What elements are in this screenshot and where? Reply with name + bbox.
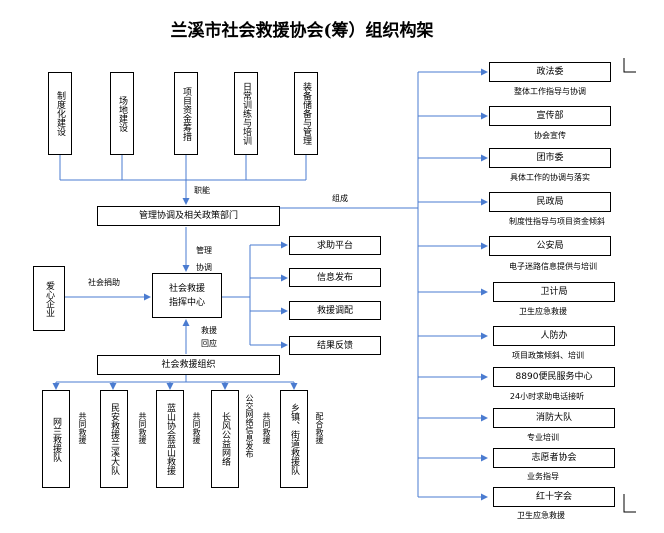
team-label: 蓝山协会蓝山救援 — [165, 403, 175, 475]
dept-desc: 项目政策倾斜、培训 — [512, 351, 584, 360]
top-box-zhidu: 制度化建设 — [48, 72, 72, 155]
platform-diaopei: 救援调配 — [289, 301, 381, 320]
dept-desc: 专业培训 — [527, 433, 559, 442]
chart-title: 兰溪市社会救援协会(筹）组织构架 — [170, 21, 434, 41]
dept-desc: 卫生应急救援 — [519, 307, 567, 316]
dept-box: 政法委 — [489, 62, 611, 82]
dept-box: 宣传部 — [489, 106, 611, 126]
team-role: 共同救援 — [78, 412, 87, 444]
dept-box: 人防办 — [493, 326, 615, 346]
top-box-xunlian: 日常训练与培训 — [234, 72, 258, 155]
label-shehui-juanzhu: 社会捐助 — [88, 278, 120, 287]
label-zucheng: 组成 — [332, 194, 348, 203]
team-label: 网兰救援队 — [51, 416, 61, 462]
aixin-box: 爱心企业 — [33, 266, 65, 331]
dept-box: 8890便民服务中心 — [493, 367, 615, 387]
team-role: 配合救援 — [315, 412, 324, 444]
mgmt-bar: 管理协调及相关政策部门 — [97, 206, 280, 226]
dept-box: 公安局 — [489, 236, 611, 256]
dept-desc: 协会宣传 — [534, 131, 566, 140]
platform-xinxi: 信息发布 — [289, 268, 381, 287]
platform-fankui: 结果反馈 — [289, 336, 381, 355]
top-box-zhuangbei: 装备储备与管理 — [294, 72, 318, 155]
platform-qiuzhu: 求助平台 — [289, 236, 381, 255]
dept-desc: 24小时求助电话接听 — [509, 392, 585, 401]
dept-desc: 业务指导 — [527, 472, 559, 481]
dept-desc: 制度性指导与项目资金倾斜 — [509, 217, 605, 226]
org-bar: 社会救援组织 — [97, 355, 280, 375]
dept-box: 红十字会 — [493, 487, 615, 507]
team-minan: 民安救援兰溪大队 — [100, 390, 128, 488]
top-box-zijin: 项目资金筹措 — [174, 72, 198, 155]
team-wanglan: 网兰救援队 — [42, 390, 70, 488]
label-jiuyuan-huiying: 救援 回应 — [201, 326, 217, 348]
dept-box: 消防大队 — [493, 408, 615, 428]
top-box-label: 日常训练与培训 — [241, 82, 251, 145]
team-role: 共同救援 — [138, 412, 147, 444]
top-box-changdi: 场地建设 — [110, 72, 134, 155]
dept-box: 卫计局 — [493, 282, 615, 302]
top-box-label: 装备储备与管理 — [301, 82, 311, 145]
team-xiangzhen: 乡镇、街道救援队 — [280, 390, 308, 488]
label-zhineng: 职能 — [194, 186, 210, 195]
dept-box: 民政局 — [489, 192, 611, 212]
dept-desc: 整体工作指导与协调 — [514, 87, 586, 96]
top-box-label: 项目资金筹措 — [181, 86, 191, 141]
label-guanli-xietiao: 管理 协调 — [196, 246, 212, 272]
team-label: 民安救援兰溪大队 — [109, 403, 119, 475]
team-lanshan: 蓝山协会蓝山救援 — [156, 390, 184, 488]
team-label: 乡镇、街道救援队 — [289, 403, 299, 475]
top-box-label: 场地建设 — [117, 95, 127, 132]
dept-box: 志愿者协会 — [493, 448, 615, 468]
team-bus-info: 公交网络信息发布 — [245, 394, 254, 458]
team-label: 长风公益网络 — [220, 412, 230, 466]
team-role: 共同救援 — [262, 412, 271, 444]
dept-desc: 具体工作的协调与落实 — [510, 173, 590, 182]
dept-desc: 电子迷路信息提供与培训 — [509, 262, 597, 271]
dept-desc: 卫生应急救援 — [517, 511, 565, 520]
top-box-label: 制度化建设 — [55, 91, 65, 136]
dept-box: 团市委 — [489, 148, 611, 168]
aixin-label: 爱心企业 — [44, 280, 54, 317]
team-changfeng: 长风公益网络 — [211, 390, 239, 488]
command-center: 社会救援 指挥中心 — [152, 273, 222, 318]
team-role: 共同救援 — [192, 412, 201, 444]
